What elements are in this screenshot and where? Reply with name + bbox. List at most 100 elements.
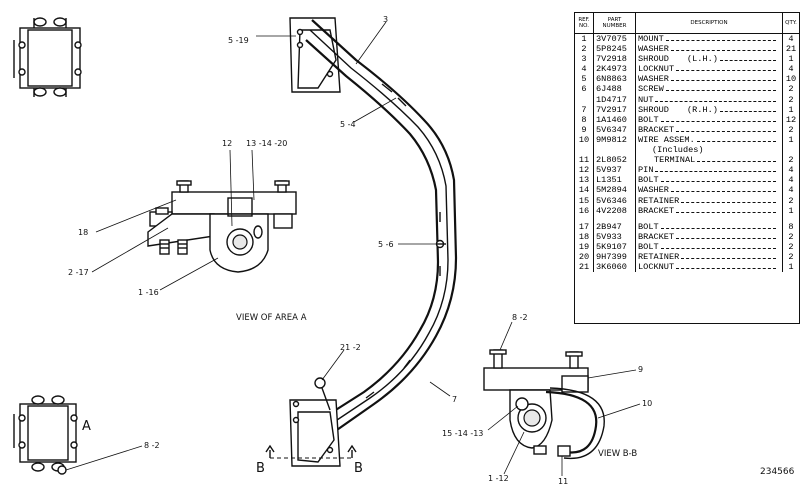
part-qty: 10 [785,74,797,85]
part-description-text: BOLT [638,241,659,252]
part-description: LOCKNUT [635,262,783,273]
area-a-marker: A [82,419,91,434]
label-13-14-20: 13 -14 -20 [246,139,287,148]
table-row: (Includes) [575,145,799,156]
leader-dots [665,84,776,92]
leader-dots [670,44,776,52]
part-qty: 1 [788,54,794,65]
part-ref-no: 9 [575,124,594,135]
part-description: WASHER [635,185,783,196]
part-number: 9H7399 [593,251,636,263]
part-description-text: MOUNT [638,34,664,44]
leader-dots [696,135,776,142]
part-number: 5M2894 [593,185,636,196]
part-qty: 2 [788,231,794,242]
part-description-text: TERMINAL [654,155,696,166]
part-ref-no: 5 [575,74,594,85]
label-1-12: 1 -12 [488,474,509,483]
view-labels: VIEW OF AREA A VIEW B-B A B B 234566 [82,313,795,477]
part-ref-no: 8 [575,114,594,125]
part-number: L1351 [593,175,636,186]
part-ref-no: 16 [575,205,594,216]
part-description-text: WASHER [638,185,669,196]
part-qty: 1 [788,134,794,145]
mount-top-view [13,17,82,97]
part-qty: 4 [788,175,794,186]
header-description: DESCRIPTION [635,13,783,34]
section-b-right-marker: B [354,461,363,476]
part-description-text: RETAINER [638,195,680,206]
part-qty: 4 [788,34,794,44]
leader-dots [681,196,777,203]
callout-labels: 5 -19 3 5 -4 12 13 -14 -20 18 2 -17 1 -1… [68,15,652,486]
part-qty: 2 [788,155,794,166]
part-description: RETAINER [635,195,783,206]
part-number: 7V2917 [593,104,636,115]
part-description-text: WASHER [638,74,669,85]
part-qty: 8 [788,221,794,232]
label-3: 3 [383,15,388,24]
part-ref-no: 10 [575,134,594,146]
header-part-number: PART NUMBER [593,13,636,34]
part-description: WASHER [635,74,783,85]
part-description-text: (Includes) [652,145,704,156]
part-description-text: BRACKET [638,124,675,135]
part-qty: 2 [788,84,794,95]
leader-dots [660,115,776,122]
leader-dots [670,185,776,193]
part-description: BRACKET [635,124,783,135]
part-description: BRACKET [635,205,783,216]
leader-dots [697,155,777,163]
mount-area-a-view [13,395,78,475]
part-description-note: (R.H.) [686,104,718,115]
part-ref-no: 7 [575,104,594,115]
part-ref-no: 6 [575,84,594,95]
part-number: 3V7075 [593,33,636,45]
label-10: 10 [642,399,652,408]
part-ref-no: 11 [575,155,594,166]
leader-lines [65,21,641,476]
part-description: (Includes) [635,145,783,156]
part-description: SHROUD (R.H.) [635,104,783,115]
section-b-left-marker: B [256,461,265,476]
label-11: 11 [558,477,568,486]
part-description-text: SHROUD [638,104,669,115]
part-description [635,215,783,222]
part-qty: 1 [788,262,794,273]
leader-dots [676,232,777,239]
part-number: 3K6060 [593,262,636,273]
leader-dots [676,64,777,72]
part-ref-no: 14 [575,185,594,196]
part-description: BOLT [635,221,783,232]
part-number: 5V6346 [593,195,636,206]
view-b-b-assembly [483,349,605,460]
curved-shroud [305,19,458,433]
part-number: 9M9812 [593,134,636,146]
part-ref-no: 20 [575,251,594,263]
part-qty: 2 [788,195,794,206]
label-7: 7 [452,395,457,404]
leader-dots [670,74,776,82]
part-qty: 21 [785,44,797,55]
part-ref-no: 21 [575,262,594,273]
label-2-17: 2 -17 [68,268,89,277]
part-ref-no: 15 [575,195,594,206]
label-5-19: 5 -19 [228,36,249,45]
part-qty: 2 [788,124,794,135]
part-description: SHROUD(L.H.) [635,54,783,65]
part-description-text: WASHER [638,44,669,55]
part-qty: 1 [788,205,794,216]
table-row [575,215,799,222]
part-ref-no: 18 [575,231,594,242]
part-qty: 4 [788,165,794,176]
part-description: BOLT [635,241,783,252]
